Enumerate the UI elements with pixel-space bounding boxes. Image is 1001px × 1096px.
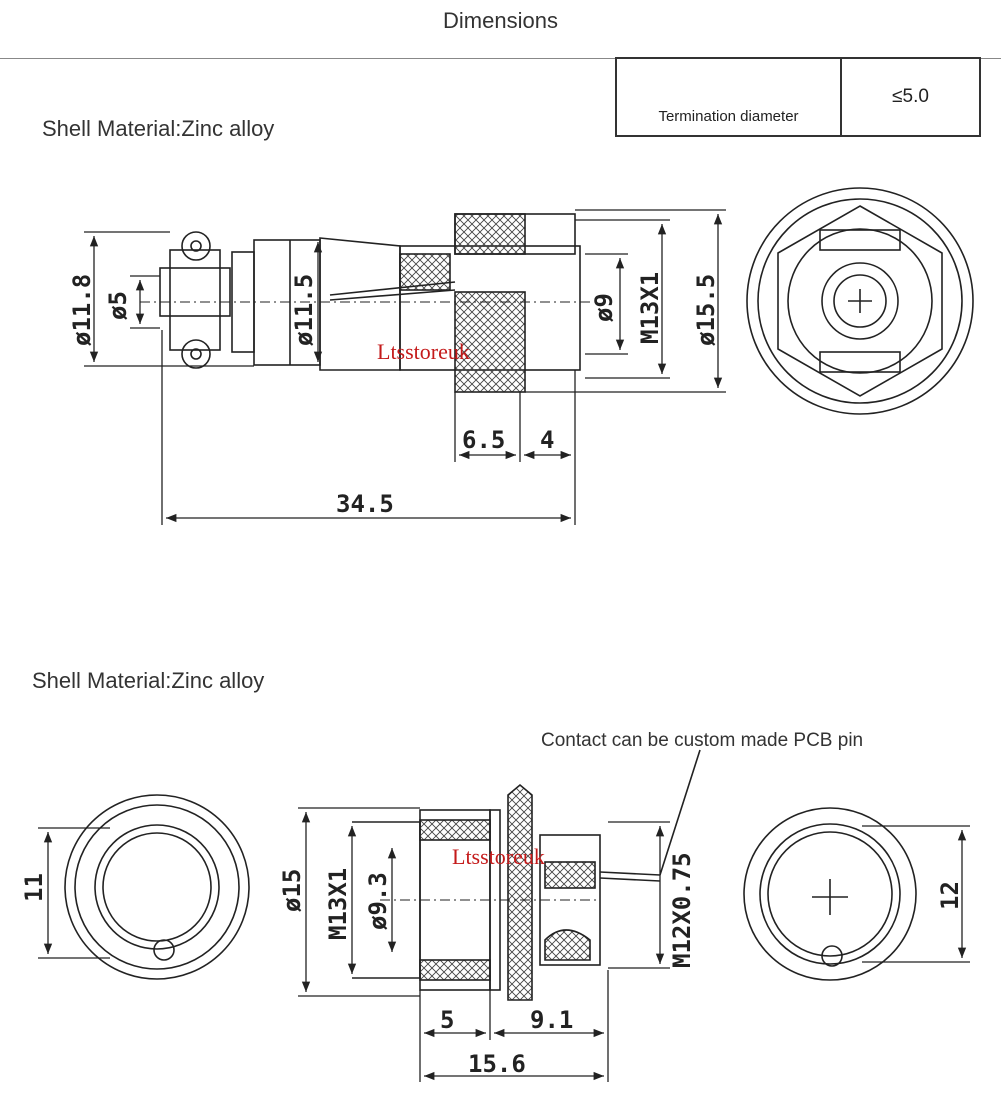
- plug-dim-l4: 4: [540, 426, 554, 454]
- socket-back-view: [64, 794, 250, 980]
- socket-dim-h11: 11: [20, 873, 48, 902]
- watermark-bottom: Ltsstoreuk: [452, 844, 545, 869]
- termination-label: Termination diameter: [617, 59, 842, 135]
- watermark-top: Ltsstoreuk: [377, 339, 470, 364]
- socket-dim-l9-1: 9.1: [530, 1006, 573, 1034]
- plug-dim-d15-5: ø15.5: [692, 274, 720, 346]
- socket-dim-d15: ø15: [278, 869, 306, 912]
- socket-dim-l5: 5: [440, 1006, 454, 1034]
- socket-dim-m12: M12X0.75: [668, 852, 696, 968]
- plug-dim-m13: M13X1: [636, 272, 664, 344]
- plug-dim-l34-5: 34.5: [336, 490, 394, 518]
- pcb-pin-note: Contact can be custom made PCB pin: [541, 730, 864, 751]
- plug-dim-d5: ø5: [104, 291, 132, 320]
- termination-value: ≤5.0: [892, 86, 929, 107]
- socket-front-view: [743, 807, 917, 981]
- plug-dim-d11-5: ø11.5: [290, 274, 318, 346]
- page-title: Dimensions: [443, 8, 558, 33]
- socket-dim-d9-3: ø9.3: [364, 872, 392, 930]
- plug-dim-d11-8: ø11.8: [68, 274, 96, 346]
- socket-side-view: [352, 749, 701, 1001]
- header-divider: [0, 58, 1001, 59]
- plug-dim-d9: ø9: [590, 293, 618, 322]
- socket-front-dimensions: [862, 825, 970, 963]
- socket-dim-h12: 12: [936, 881, 964, 910]
- plug-front-view: [746, 187, 974, 415]
- plug-shell-material: Shell Material:Zinc alloy: [42, 116, 275, 141]
- socket-side-dimensions: [298, 807, 670, 1082]
- termination-table: Termination diameter ≤5.0: [615, 57, 981, 137]
- plug-dim-l6-5: 6.5: [462, 426, 505, 454]
- socket-back-dimensions: [38, 827, 110, 959]
- socket-shell-material: Shell Material:Zinc alloy: [32, 668, 265, 693]
- plug-side-view: [140, 213, 590, 393]
- plug-dimension-lines: [84, 209, 726, 525]
- socket-dim-l15-6: 15.6: [468, 1050, 526, 1078]
- socket-dim-m13: M13X1: [324, 868, 352, 940]
